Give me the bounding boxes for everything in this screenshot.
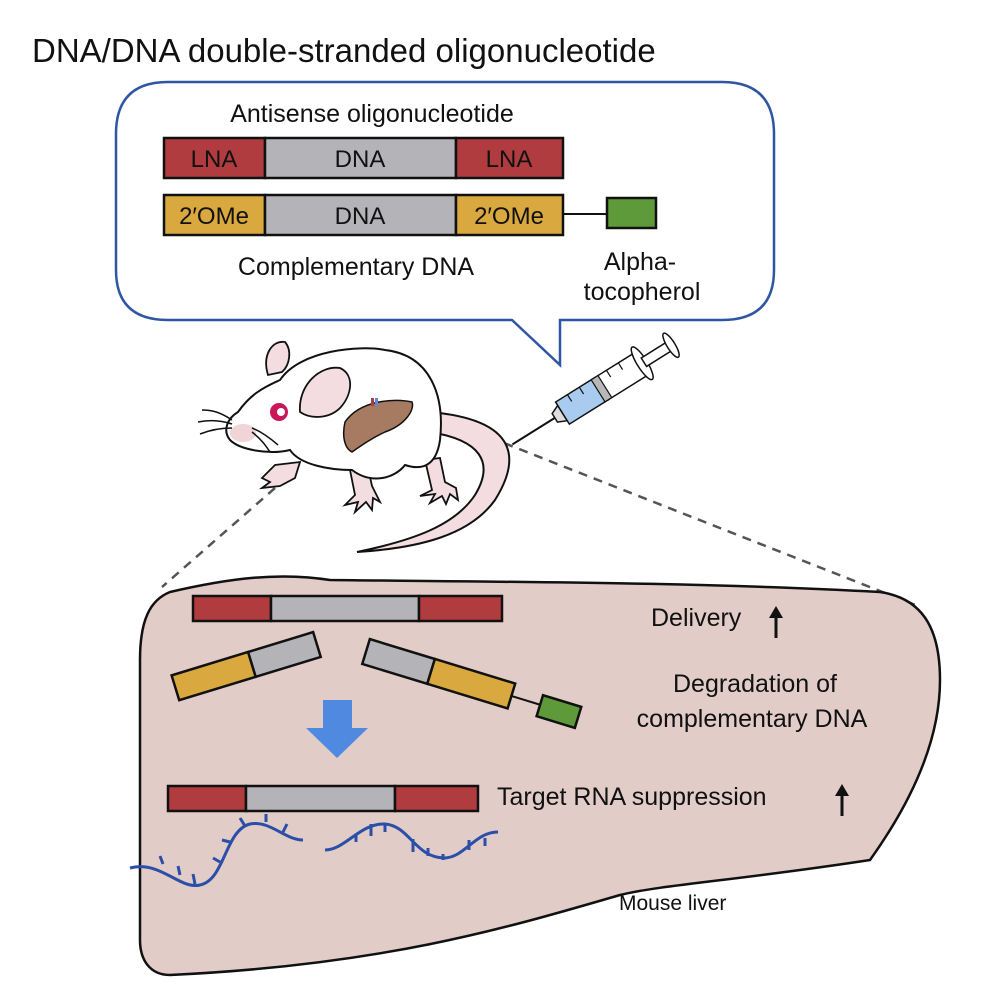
dna-segment xyxy=(263,136,458,180)
mouse-front-paw xyxy=(258,460,302,490)
mouse-whiskers xyxy=(197,409,279,453)
figure-title: DNA/DNA double-stranded oligonucleotide xyxy=(32,32,656,69)
dna-label: DNA xyxy=(335,203,386,230)
delivery-up-arrow-icon xyxy=(769,606,783,638)
complementary-fragment-left xyxy=(170,630,323,702)
antisense-strand-top xyxy=(191,594,504,623)
lna-label-right: LNA xyxy=(486,146,533,173)
tocopherol-block xyxy=(535,693,583,730)
complementary-fragment-right xyxy=(360,637,583,730)
target-rna-strand-right xyxy=(324,822,499,860)
lna-label-left: LNA xyxy=(191,146,238,173)
ome-label-left: 2′OMe xyxy=(179,203,249,230)
callout-bubble: Antisense oligonucleotide LNA DNA LNA 2′… xyxy=(114,80,776,368)
target-rna-suppression-label: Target RNA suppression xyxy=(497,783,767,811)
hepatic-vein xyxy=(375,398,378,406)
tocopherol-label-line2: tocopherol xyxy=(584,278,701,306)
delivery-label: Delivery xyxy=(651,604,742,632)
mouse-ear-front xyxy=(299,366,352,418)
syringe-needle xyxy=(511,416,556,446)
syringe-icon xyxy=(511,332,680,446)
down-arrow-icon xyxy=(306,700,368,758)
syringe-plunger-seal xyxy=(590,374,613,403)
ome-segment-right xyxy=(454,193,565,237)
ome-label-right: 2′OMe xyxy=(474,203,544,230)
complementary-strand: 2′OMe DNA 2′OMe xyxy=(162,193,658,237)
mouse-back-foot xyxy=(419,456,460,507)
target-rna-strand-left xyxy=(129,814,304,888)
ome-segment-left xyxy=(162,193,267,237)
mouse-ear-back xyxy=(265,341,291,377)
zoom-line-left xyxy=(161,487,276,588)
antisense-strand-bottom xyxy=(166,784,480,813)
syringe-plunger-head xyxy=(662,332,680,359)
tocopherol-block xyxy=(605,196,658,230)
suppression-up-arrow-icon xyxy=(835,784,849,816)
mouse-tail xyxy=(356,410,511,553)
mouse-liver-caption: Mouse liver xyxy=(619,892,726,915)
mouse-front-foot xyxy=(342,467,383,515)
degradation-label-line2: complementary DNA xyxy=(637,705,868,733)
antisense-label: Antisense oligonucleotide xyxy=(230,100,514,128)
tocopherol-label-line1: Alpha- xyxy=(604,248,676,276)
liver-outline xyxy=(138,575,942,977)
hepatic-artery xyxy=(371,398,374,406)
degradation-label-line1: Degradation of xyxy=(673,670,837,698)
liver-icon xyxy=(342,399,414,453)
complementary-label: Complementary DNA xyxy=(238,253,475,281)
antisense-strand: LNA DNA LNA xyxy=(162,136,565,180)
liver-panel: Delivery Degradation of complementary DN… xyxy=(129,575,942,977)
dna-segment xyxy=(263,193,458,237)
dna-label: DNA xyxy=(335,146,386,173)
lna-segment-right xyxy=(454,136,565,180)
mouse-nose xyxy=(230,424,256,442)
mouse-icon xyxy=(197,341,511,553)
zoom-line-right xyxy=(414,406,919,608)
